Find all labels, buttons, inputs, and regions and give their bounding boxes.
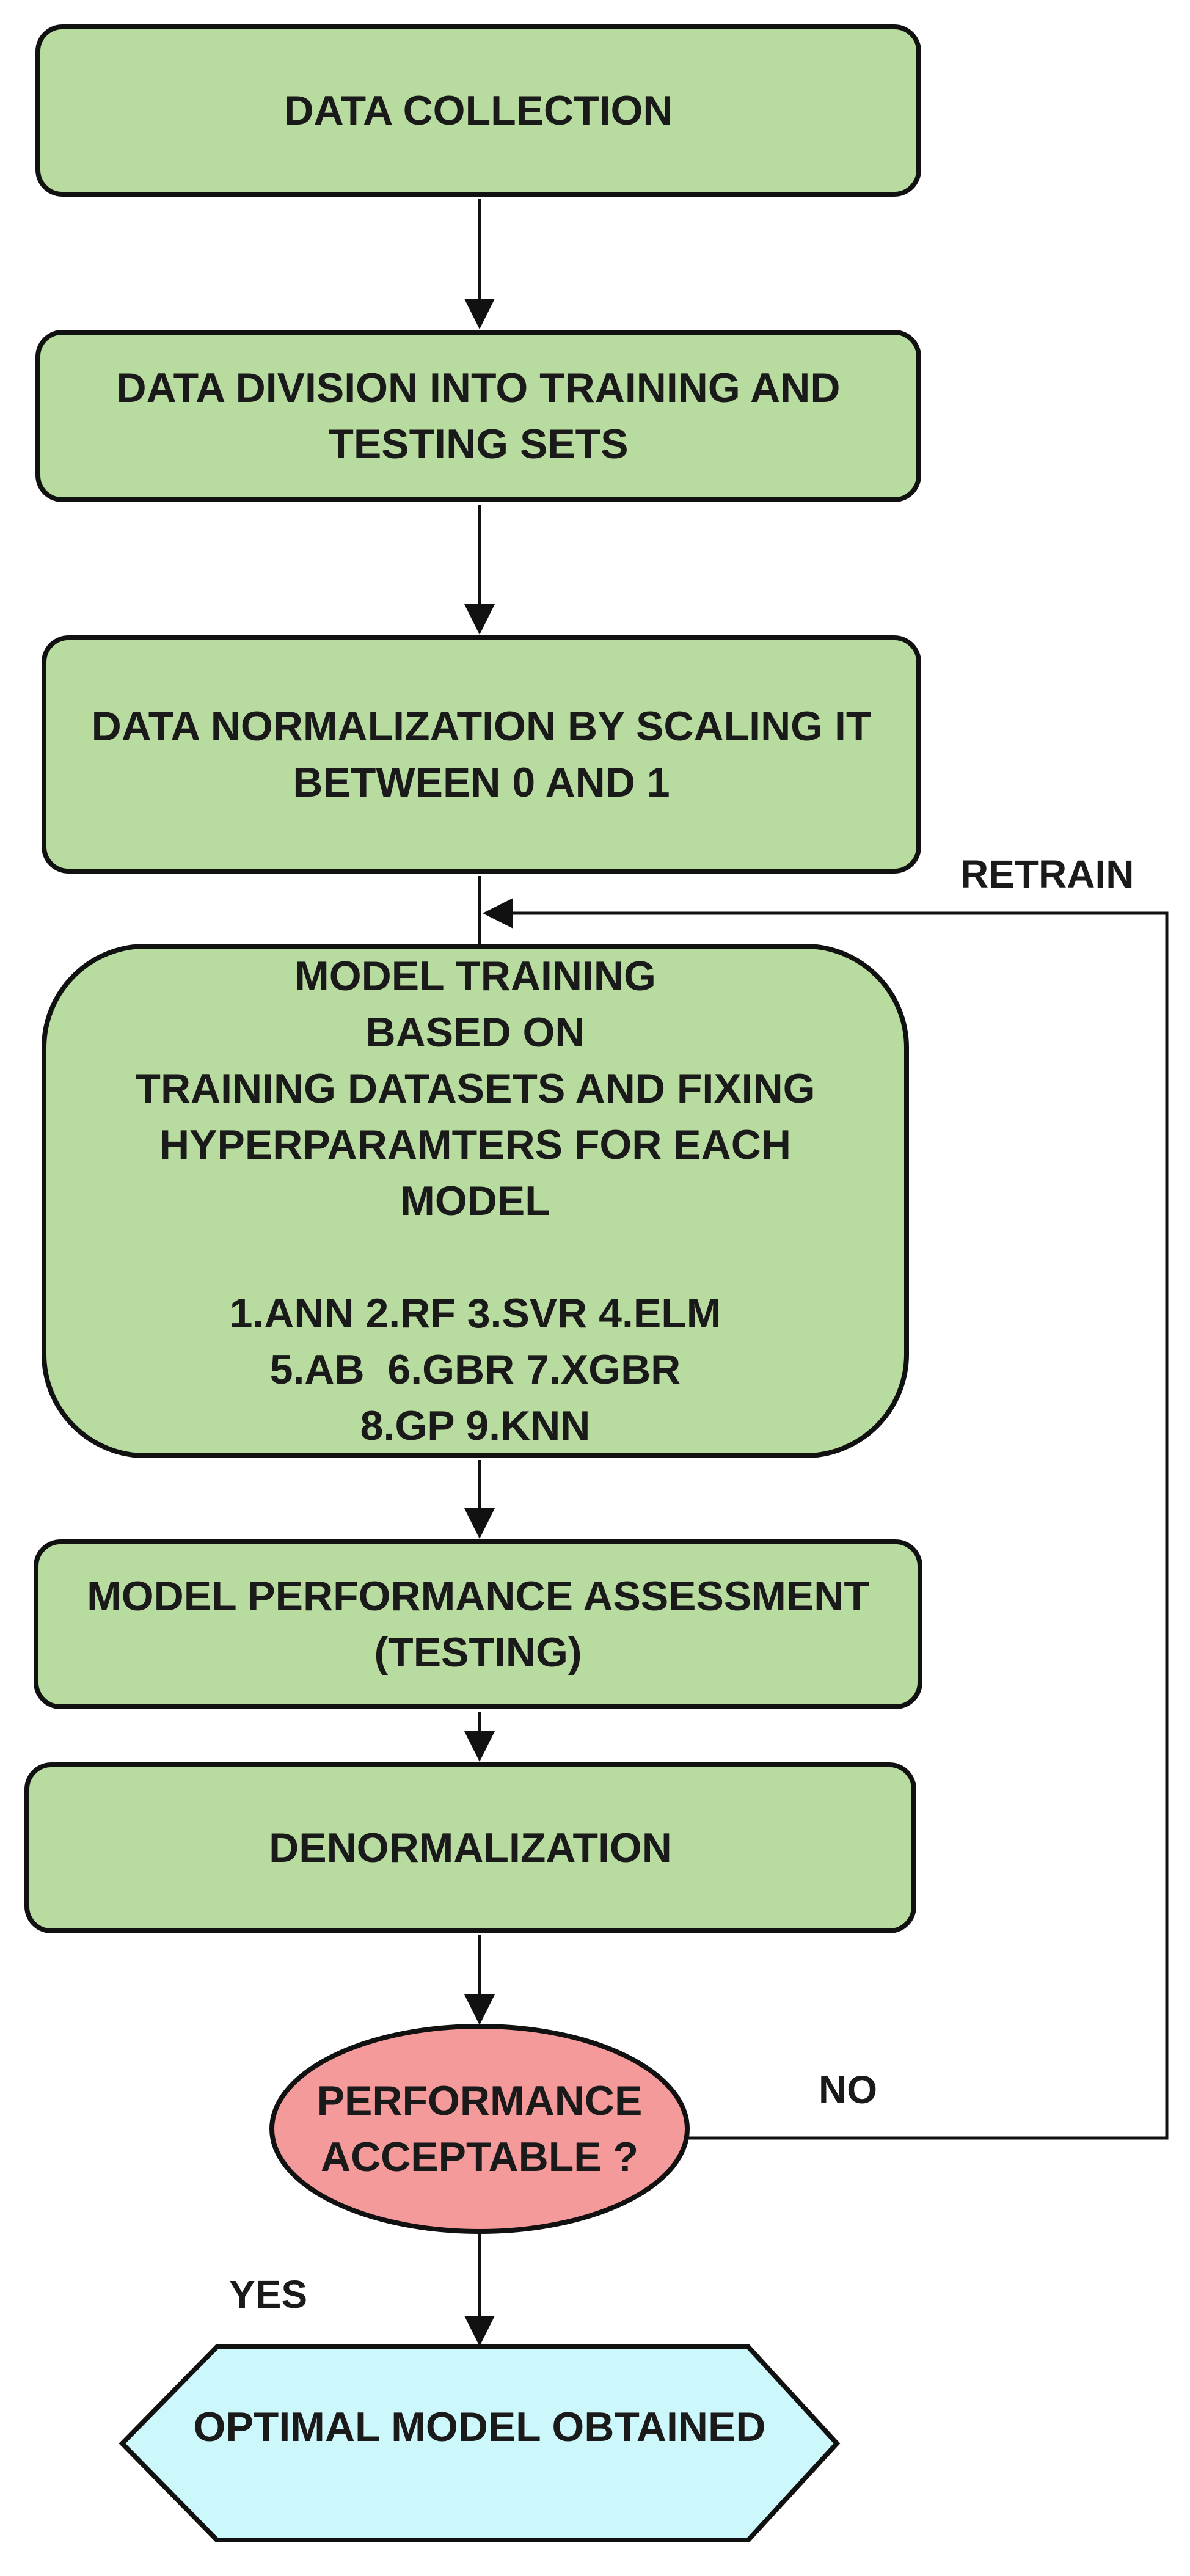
step-performance-assessment: MODEL PERFORMANCE ASSESSMENT (TESTING): [34, 1539, 922, 1709]
yes-label: YES: [229, 2272, 308, 2316]
decision-line-1: PERFORMANCE: [316, 2078, 643, 2124]
step-data-division-line-2: TESTING SETS: [328, 421, 629, 467]
terminal-label: OPTIMAL MODEL OBTAINED: [122, 2343, 837, 2511]
step-data-collection: DATA COLLECTION: [35, 24, 921, 197]
terminal-label-text: OPTIMAL MODEL OBTAINED: [193, 2403, 766, 2450]
step-denormalization-label: DENORMALIZATION: [269, 1825, 672, 1871]
retrain-label: RETRAIN: [960, 852, 1134, 896]
model-list-line-1: 1.ANN 2.RF 3.SVR 4.ELM: [229, 1290, 721, 1337]
decision-ellipse: [269, 2024, 690, 2234]
step-model-training: MODEL TRAINING BASED ON TRAINING DATASET…: [42, 944, 909, 1458]
terminal-hexagon: [119, 2344, 841, 2542]
step-data-division-line-1: DATA DIVISION INTO TRAINING AND: [116, 365, 841, 411]
step-model-training-line-2: BASED ON: [365, 1009, 585, 1056]
retrain-loop-connector: [483, 898, 1169, 2140]
step-model-training-line-5: MODEL: [400, 1178, 550, 1224]
step-performance-assessment-line-1: MODEL PERFORMANCE ASSESSMENT: [87, 1573, 869, 1619]
model-list-line-2: 5.AB 6.GBR 7.XGBR: [269, 1346, 681, 1393]
step-data-normalization-line-1: DATA NORMALIZATION BY SCALING IT: [91, 703, 872, 750]
no-label: NO: [819, 2068, 877, 2112]
step-data-normalization-line-2: BETWEEN 0 AND 1: [293, 759, 670, 806]
decision-line-2: ACCEPTABLE ?: [320, 2134, 639, 2180]
step-model-training-line-1: MODEL TRAINING: [294, 953, 656, 999]
step-data-normalization: DATA NORMALIZATION BY SCALING IT BETWEEN…: [42, 635, 921, 874]
step-denormalization: DENORMALIZATION: [24, 1762, 916, 1933]
decision-label: PERFORMANCE ACCEPTABLE ?: [272, 2037, 687, 2220]
model-list-line-3: 8.GP 9.KNN: [360, 1403, 591, 1449]
step-model-training-line-4: HYPERPARAMTERS FOR EACH: [159, 1122, 791, 1168]
step-data-collection-label: DATA COLLECTION: [283, 87, 673, 134]
step-data-division: DATA DIVISION INTO TRAINING AND TESTING …: [35, 330, 921, 502]
step-model-training-line-3: TRAINING DATASETS AND FIXING: [135, 1065, 816, 1112]
step-performance-assessment-line-2: (TESTING): [374, 1629, 582, 1676]
